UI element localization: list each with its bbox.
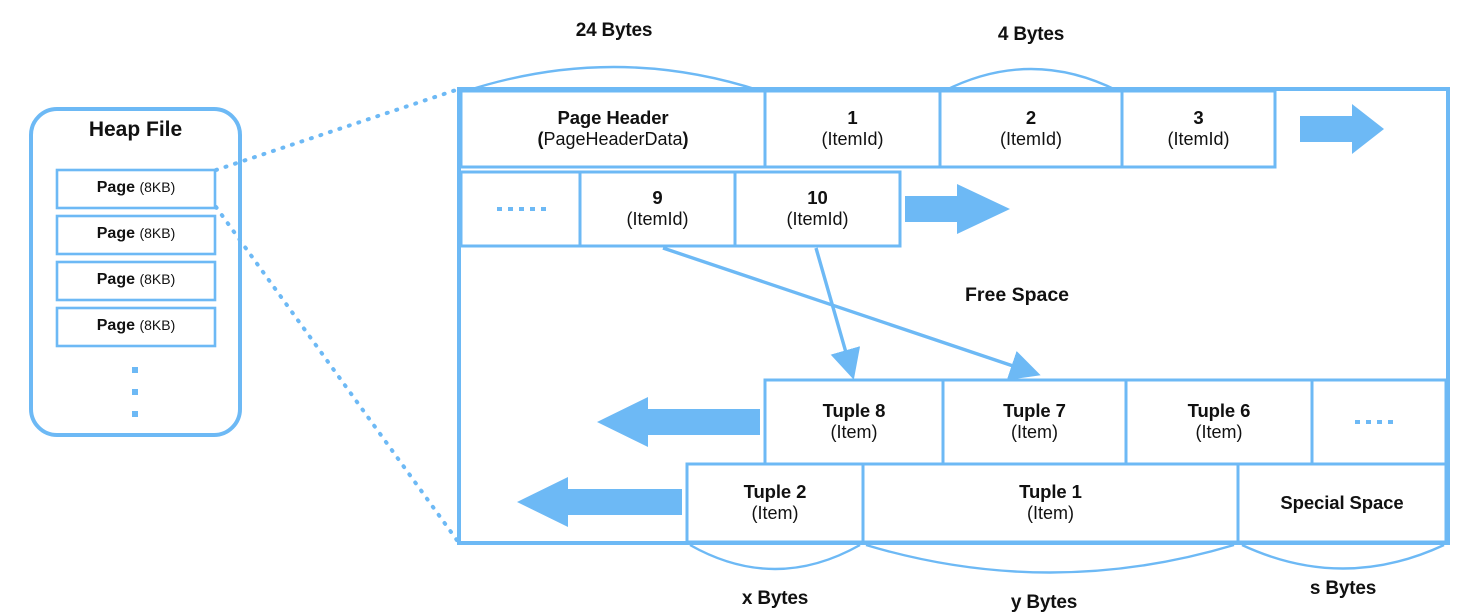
brace-arc-x-bytes xyxy=(689,543,861,571)
heap-ellipsis-dot-2 xyxy=(132,389,138,395)
heap-page-label-3: Page (8KB) xyxy=(57,271,215,290)
arrow-left-icon-tuple-upper xyxy=(597,397,760,447)
cell-itemid-3-text[interactable]: 3 (ItemId) xyxy=(1122,91,1275,167)
tuple-1-main: Tuple 1 xyxy=(1019,480,1082,502)
cell-tuple-2-text[interactable]: Tuple 2 (Item) xyxy=(687,464,863,542)
heap-page-size-4: (8KB) xyxy=(139,317,176,333)
heap-page-name-4: Page xyxy=(96,317,135,334)
itemid-10-sub: (ItemId) xyxy=(786,209,849,230)
heap-file-title: Heap File xyxy=(88,118,183,141)
cell-itemid-2-text[interactable]: 2 (ItemId) xyxy=(940,91,1122,167)
tuple-6-main: Tuple 6 xyxy=(1187,399,1251,421)
brace-arc-24-bytes xyxy=(465,65,762,93)
brace-arc-4-bytes xyxy=(943,67,1119,93)
special-space-main: Special Space xyxy=(1280,491,1404,513)
annotation-x-bytes: x Bytes xyxy=(741,588,809,609)
heap-page-name-1: Page xyxy=(96,179,135,196)
arrow-right-icon-row2 xyxy=(905,184,1010,234)
itemid-2-sub: (ItemId) xyxy=(999,129,1062,150)
heap-page-label-2: Page (8KB) xyxy=(57,225,215,244)
tuple-2-main: Tuple 2 xyxy=(743,480,807,502)
heap-page-size-1: (8KB) xyxy=(139,179,176,195)
cell-special-space-text[interactable]: Special Space xyxy=(1238,464,1446,542)
tuple-7-main: Tuple 7 xyxy=(1003,399,1066,421)
annotation-s-bytes: s Bytes xyxy=(1309,578,1377,599)
heap-page-name-2: Page xyxy=(96,225,135,242)
heap-page-size-3: (8KB) xyxy=(139,271,176,287)
annotation-y-bytes: y Bytes xyxy=(1010,592,1078,613)
tuple-7-sub: (Item) xyxy=(1011,422,1058,443)
tuple-6-sub: (Item) xyxy=(1195,422,1243,443)
arrow-left-icon-tuple-lower xyxy=(517,477,682,527)
cell-tuple-1-text[interactable]: Tuple 1 (Item) xyxy=(863,464,1238,542)
page-header-sub-inner: PageHeaderData xyxy=(543,129,683,150)
tuple-2-sub: (Item) xyxy=(751,503,799,524)
tuple-ellipsis-dots-icon xyxy=(1355,420,1393,424)
itemid-9-main: 9 xyxy=(652,186,663,208)
annotation-24-bytes: 24 Bytes xyxy=(575,20,653,41)
itemid-ellipsis-dots-icon xyxy=(497,207,546,211)
zoom-connector-top xyxy=(214,87,461,172)
itemid-1-sub: (ItemId) xyxy=(821,129,884,150)
cell-itemid-1-text[interactable]: 1 (ItemId) xyxy=(765,91,940,167)
itemid-9-sub: (ItemId) xyxy=(626,209,689,230)
brace-arc-y-bytes xyxy=(865,543,1235,574)
heap-ellipsis-dot-3 xyxy=(132,411,138,417)
zoom-connector-bottom xyxy=(214,205,461,545)
heap-ellipsis-dot-1 xyxy=(132,367,138,373)
heap-page-name-3: Page xyxy=(96,271,135,288)
cell-itemid-10-text[interactable]: 10 (ItemId) xyxy=(735,172,900,246)
cell-tuple-8-text[interactable]: Tuple 8 (Item) xyxy=(765,380,943,464)
itemid-3-main: 3 xyxy=(1193,106,1204,128)
heap-page-size-2: (8KB) xyxy=(139,225,176,241)
free-space-label: Free Space xyxy=(964,284,1070,306)
cell-tuple-upper-ellipsis-rect xyxy=(1310,378,1448,466)
cell-page-header-text[interactable]: Page Header (PageHeaderData) xyxy=(461,91,765,167)
cell-itemid-9-text[interactable]: 9 (ItemId) xyxy=(580,172,735,246)
cell-itemid-ellipsis-rect xyxy=(459,170,582,248)
pointer-arrow-itemid10-to-tuple8 xyxy=(814,247,861,380)
cell-tuple-7-text[interactable]: Tuple 7 (Item) xyxy=(943,380,1126,464)
tuple-1-sub: (Item) xyxy=(1027,503,1074,524)
annotation-4-bytes: 4 Bytes xyxy=(997,24,1065,45)
tuple-8-sub: (Item) xyxy=(830,422,878,443)
tuple-8-main: Tuple 8 xyxy=(822,399,886,421)
page-header-main: Page Header xyxy=(557,106,669,128)
brace-arc-s-bytes xyxy=(1241,543,1445,570)
pointer-arrow-itemid9-to-tuple7 xyxy=(662,246,1041,380)
itemid-10-main: 10 xyxy=(807,186,828,208)
page-header-sub: (PageHeaderData) xyxy=(537,129,689,150)
itemid-2-main: 2 xyxy=(1025,106,1037,128)
itemid-3-sub: (ItemId) xyxy=(1167,129,1230,150)
cell-tuple-6-text[interactable]: Tuple 6 (Item) xyxy=(1126,380,1312,464)
heap-page-label-1: Page (8KB) xyxy=(57,179,215,198)
arrow-right-icon-row1 xyxy=(1300,104,1384,154)
heap-page-label-4: Page (8KB) xyxy=(57,317,215,336)
itemid-1-main: 1 xyxy=(847,106,858,128)
